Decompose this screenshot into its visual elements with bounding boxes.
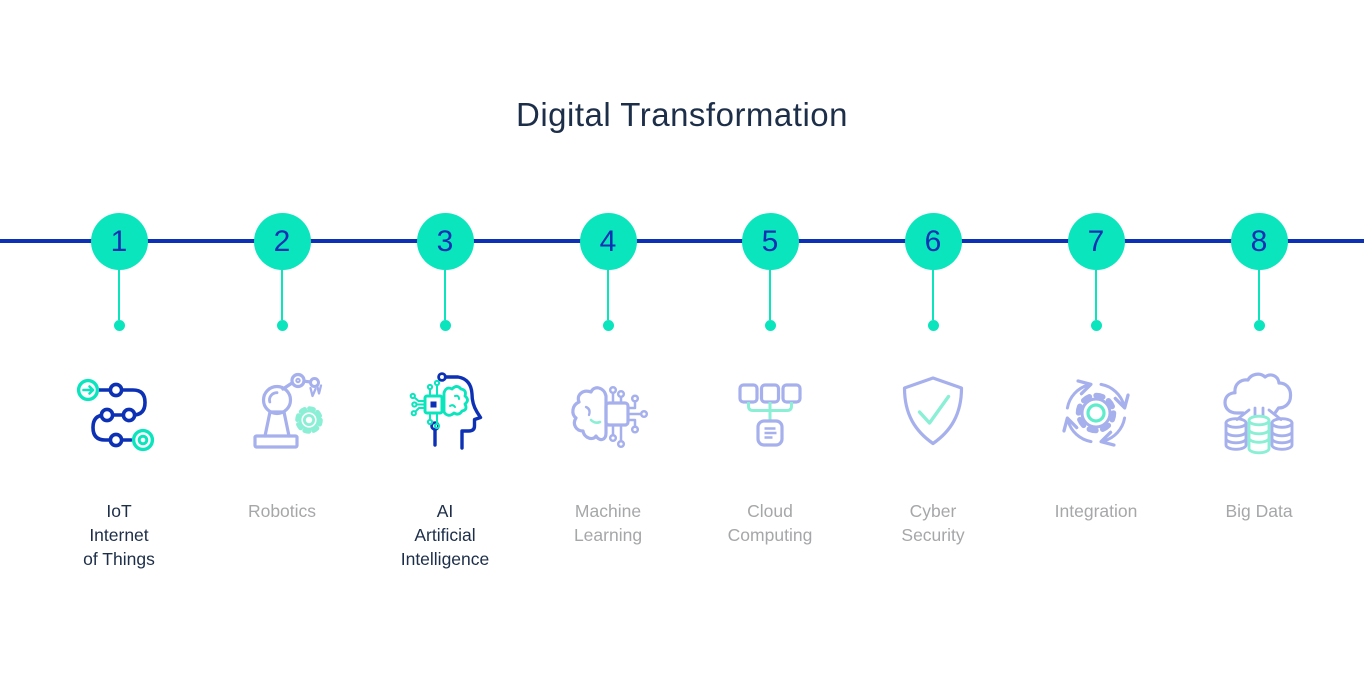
step-number: 5	[761, 224, 779, 258]
item-label-line: Computing	[727, 525, 813, 545]
timeline-item: 8 Big Data	[1177, 0, 1341, 677]
item-label-line: Integration	[1054, 501, 1138, 521]
step-dot	[1090, 320, 1102, 331]
step-number: 7	[1087, 224, 1105, 258]
step-stem	[1258, 270, 1260, 320]
step-dot	[602, 320, 614, 331]
step-number: 3	[436, 224, 454, 258]
page-title: Digital Transformation	[516, 96, 848, 133]
step-circle: 5	[741, 213, 799, 270]
step-dot	[1253, 320, 1265, 331]
step-stem	[932, 270, 934, 320]
item-label-line: IoT	[106, 501, 132, 521]
step-stem	[1095, 270, 1097, 320]
item-label-line: AI	[436, 501, 454, 521]
step-circle: 1	[90, 213, 148, 270]
cloud-database-icon	[1209, 363, 1309, 463]
step-circle: 2	[253, 213, 311, 270]
shield-check-icon	[883, 363, 983, 463]
step-dot	[927, 320, 939, 331]
item-label-line: Robotics	[247, 501, 317, 521]
step-number: 8	[1250, 224, 1268, 258]
step-stem	[281, 270, 283, 320]
item-label: Big Data	[1177, 499, 1341, 523]
item-label: Integration	[1014, 499, 1178, 523]
timeline-item: 1 IoT Internet of Things	[37, 0, 201, 677]
item-label-line: Cyber	[909, 501, 957, 521]
step-number: 4	[599, 224, 617, 258]
step-stem	[118, 270, 120, 320]
ai-head-icon	[395, 363, 495, 463]
step-dot	[764, 320, 776, 331]
item-label: Robotics	[200, 499, 364, 523]
step-circle: 6	[904, 213, 962, 270]
timeline-axis	[0, 239, 1364, 243]
item-label-line: Machine	[574, 501, 642, 521]
step-number: 1	[110, 224, 128, 258]
gear-cycle-icon	[1046, 363, 1146, 463]
item-label-line: Cloud	[747, 501, 793, 521]
item-label-line: Security	[901, 525, 965, 545]
step-dot	[276, 320, 288, 331]
step-dot	[113, 320, 125, 331]
step-circle: 8	[1230, 213, 1288, 270]
step-stem	[769, 270, 771, 320]
item-label-line: Intelligence	[400, 549, 490, 569]
step-stem	[444, 270, 446, 320]
brain-chip-icon	[558, 363, 658, 463]
step-circle: 7	[1067, 213, 1125, 270]
timeline-item: 2 Robotics	[200, 0, 364, 677]
item-label-line: Big Data	[1225, 501, 1293, 521]
item-label-line: Learning	[573, 525, 643, 545]
item-label-line: of Things	[83, 549, 155, 569]
item-label: IoT Internet of Things	[37, 499, 201, 571]
step-number: 2	[273, 224, 291, 258]
step-circle: 4	[579, 213, 637, 270]
step-circle: 3	[416, 213, 474, 270]
iot-path-icon	[69, 363, 169, 463]
step-stem	[607, 270, 609, 320]
step-number: 6	[924, 224, 942, 258]
item-label-line: Internet	[89, 525, 149, 545]
step-dot	[439, 320, 451, 331]
timeline-item: 7 Integration	[1014, 0, 1178, 677]
item-label-line: Artificial	[414, 525, 476, 545]
cloud-network-icon	[720, 363, 820, 463]
robot-arm-icon	[232, 363, 332, 463]
